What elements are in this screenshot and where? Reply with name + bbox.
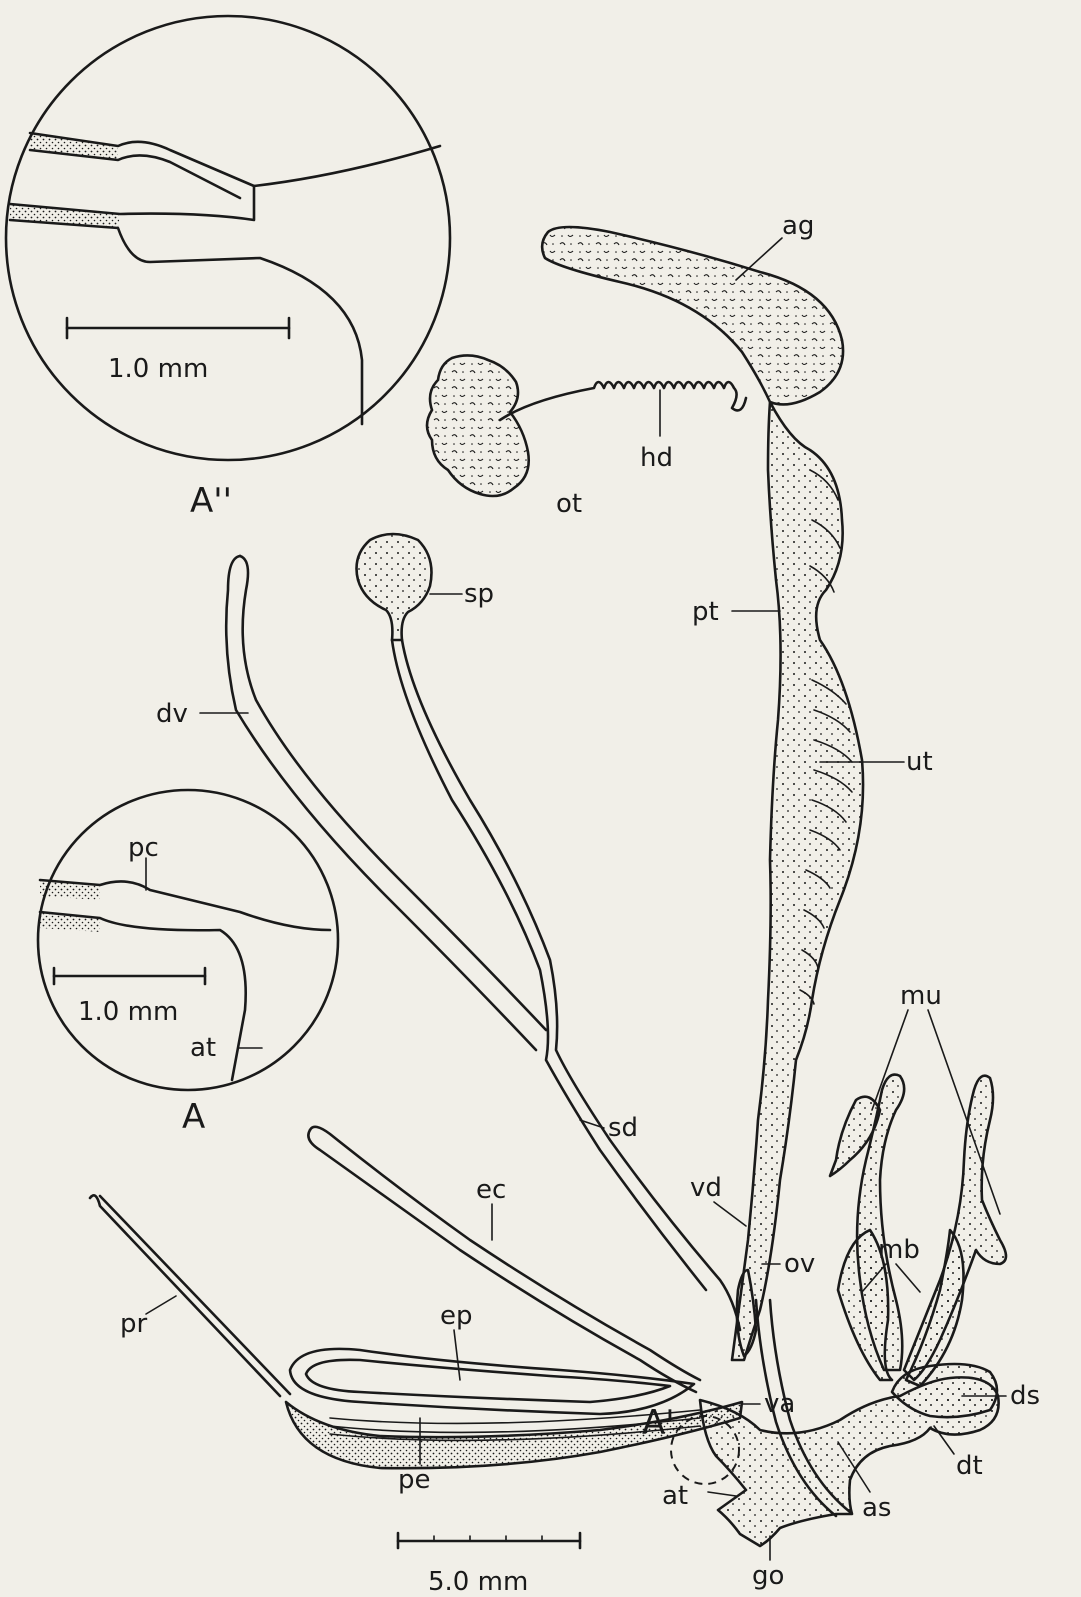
label-as: as [862, 1493, 891, 1523]
inset-circle-top [6, 16, 450, 460]
main-scale-label: 5.0 mm [428, 1567, 528, 1597]
label-mu: mu [900, 981, 942, 1011]
diverticulum-inner [226, 556, 536, 1050]
label-pt: pt [692, 597, 719, 627]
epiphallic-caecum-upper [310, 1127, 700, 1380]
penial-retractor-b [100, 1196, 290, 1394]
label-dv: dv [156, 699, 188, 729]
label-ep: ep [440, 1301, 473, 1331]
inset-scale-label-top: 1.0 mm [108, 354, 208, 384]
label-sp: sp [464, 579, 494, 609]
inset-scale-label-bottom: 1.0 mm [78, 997, 178, 1027]
label-ag: ag [782, 211, 814, 241]
ovotestis [427, 355, 529, 496]
inset-duct-fill-lower [40, 912, 100, 932]
inset-a: 1.0 mm A pc at [38, 790, 338, 1137]
label-sd: sd [608, 1113, 638, 1143]
label-ov: ov [784, 1249, 815, 1279]
main-scale-bar: 5.0 mm [398, 1533, 580, 1597]
label-a-prime: A' [642, 1403, 675, 1443]
label-ec: ec [476, 1175, 506, 1205]
mucous-gland-right [904, 1076, 1006, 1380]
albumen-gland [542, 227, 843, 404]
label-pe: pe [398, 1465, 431, 1495]
spermatheca [357, 534, 432, 640]
label-go: go [752, 1561, 784, 1591]
label-ds: ds [1010, 1381, 1040, 1411]
inset-duct-top-inner [30, 150, 240, 198]
inset-name-bottom: A [182, 1097, 205, 1137]
inset-a-double-prime: 1.0 mm A'' [6, 16, 450, 521]
label-at-main: at [662, 1481, 688, 1511]
spermathecal-duct-left [392, 640, 706, 1290]
label-pc: pc [128, 833, 159, 863]
label-at-inset: at [190, 1033, 216, 1063]
prostate-uterus [732, 402, 863, 1360]
label-mb: mb [878, 1235, 920, 1265]
label-ut: ut [906, 747, 933, 777]
hermaphroditic-duct [500, 382, 746, 420]
label-va: va [764, 1389, 795, 1419]
epiphallus-inner [306, 1360, 670, 1402]
label-vd: vd [690, 1173, 722, 1203]
label-hd: hd [640, 443, 673, 473]
inset-wall-lower [10, 220, 362, 424]
label-dt: dt [956, 1451, 983, 1481]
inset-wall-top [254, 146, 440, 186]
label-ot: ot [556, 489, 582, 519]
label-pr: pr [120, 1309, 148, 1339]
inset-name-top: A'' [190, 481, 232, 521]
penial-retractor-a [90, 1195, 280, 1396]
inset-circle-bottom [38, 790, 338, 1090]
